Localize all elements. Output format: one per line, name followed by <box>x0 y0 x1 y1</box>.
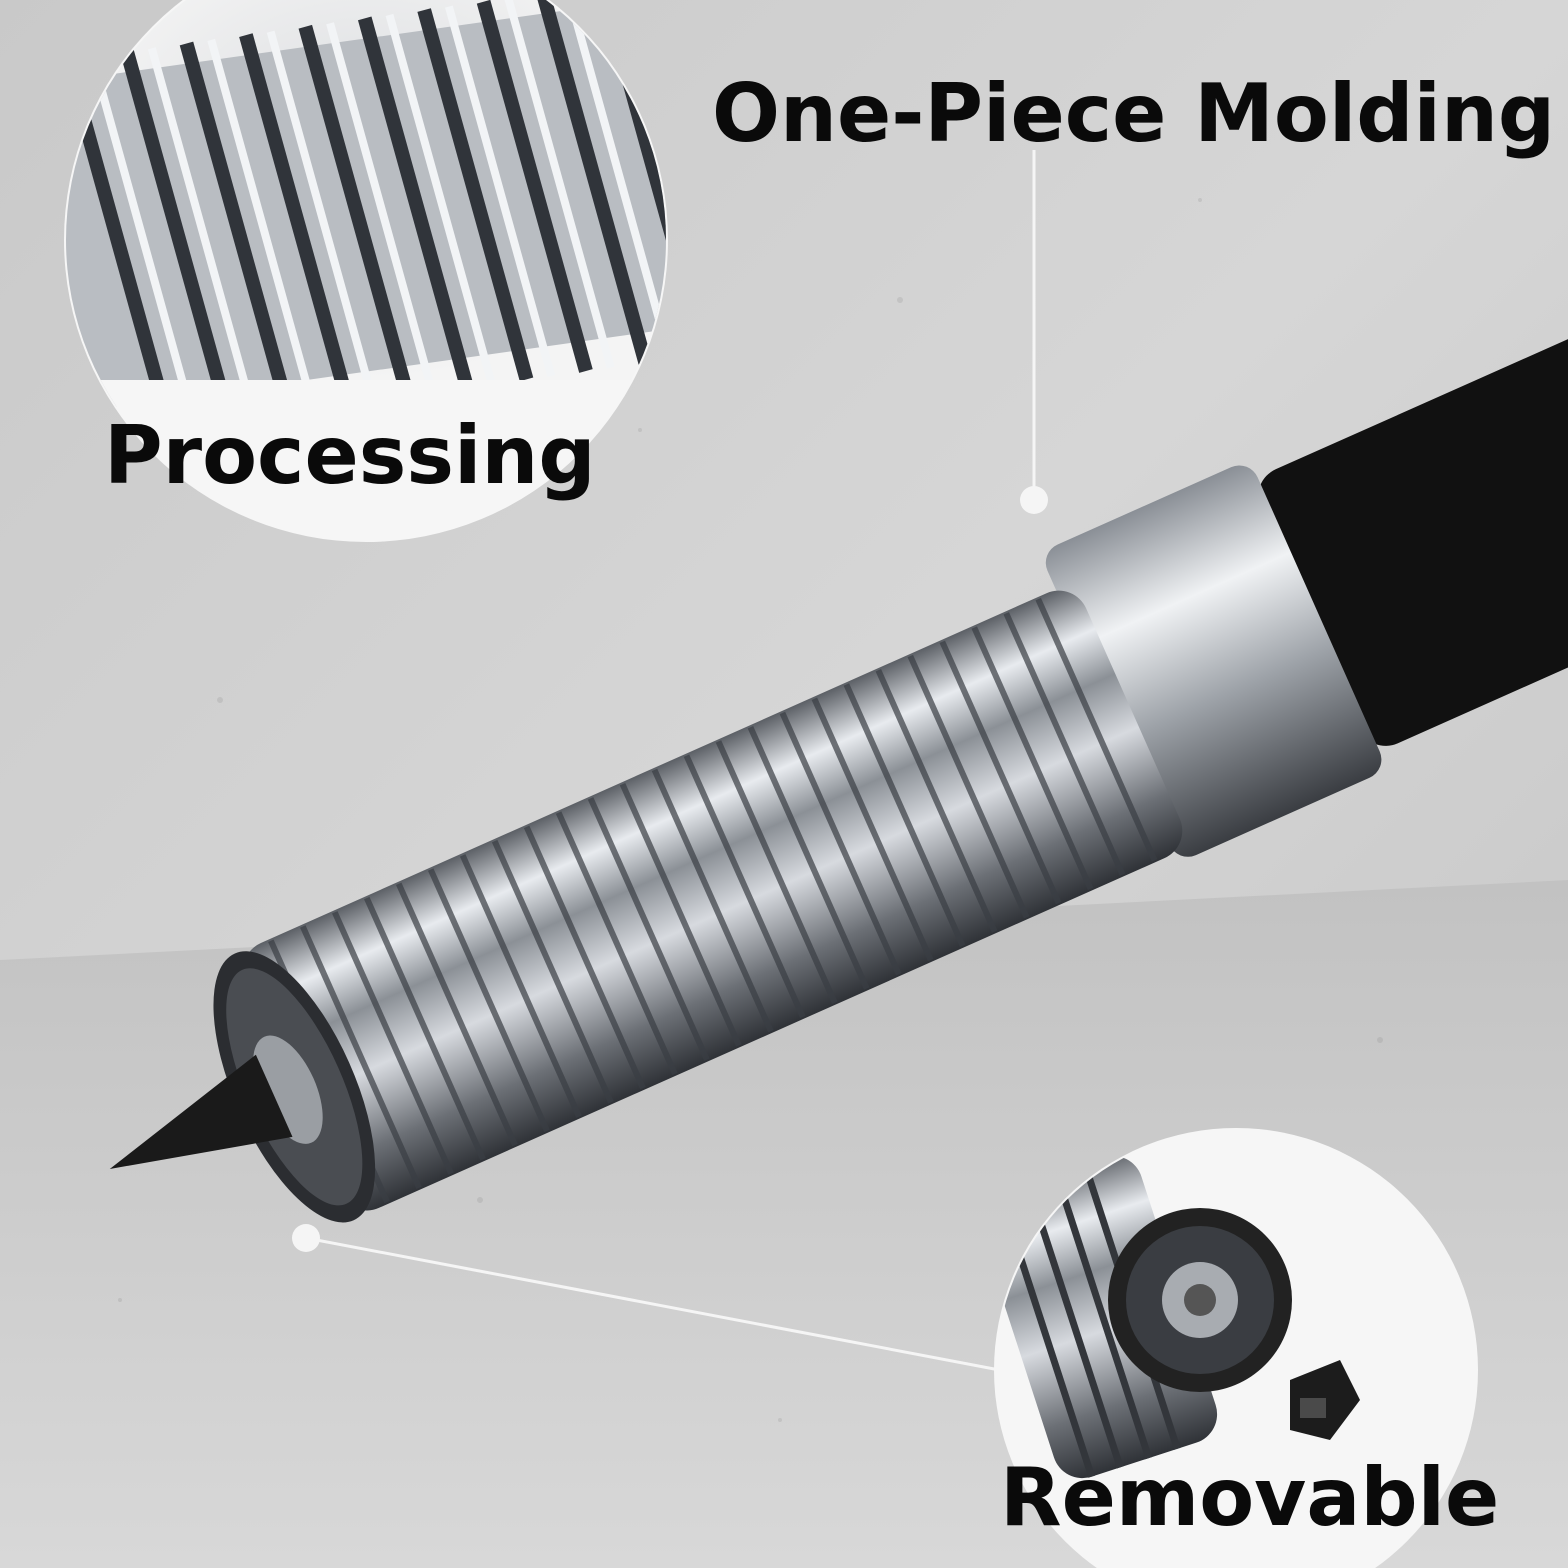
callout-one-piece-molding: One-Piece Molding <box>712 67 1556 160</box>
zoom-circle-threads <box>64 0 668 542</box>
callout-processing: Processing <box>104 409 596 502</box>
zoom-circle-removable <box>994 1128 1478 1568</box>
log-splitter-cone <box>109 320 1568 1223</box>
callout-removable: Removable <box>1000 1451 1500 1544</box>
